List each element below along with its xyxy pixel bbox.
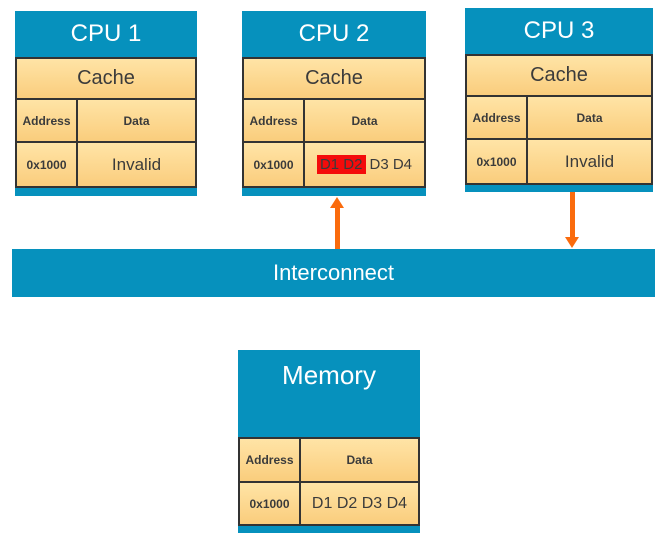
cpu1-col-header-address: Address [17,100,76,141]
memory-col-header-data: Data [301,439,418,481]
arrow-down-head-icon [565,237,579,248]
cpu2-col-header-data: Data [305,100,424,141]
arrow-up-head-icon [330,197,344,208]
cpu3-block: CPU 3 Cache Address Data 0x1000 Invalid [465,8,653,192]
memory-row-address: 0x1000 [240,483,299,524]
memory-row-data: D1 D2 D3 D4 [301,483,418,524]
cpu3-cache-label: Cache [467,56,651,95]
cpu2-row-address: 0x1000 [244,143,303,186]
cpu1-title: CPU 1 [70,20,142,47]
arrow-up-line [335,207,340,249]
arrow-down-line [570,192,575,237]
interconnect-bar: Interconnect [12,249,655,297]
cpu1-row-data: Invalid [78,143,195,186]
modified-data-highlight: D1 D2 [316,155,366,174]
cpu3-col-header-data: Data [528,97,651,138]
cpu2-col-header-address: Address [244,100,303,141]
cpu3-col-header-address: Address [467,97,526,138]
cpu3-cache-table: Cache Address Data 0x1000 Invalid [465,54,653,185]
memory-title: Memory [282,360,376,390]
cpu1-col-header-data: Data [78,100,195,141]
cpu1-cache-table: Cache Address Data 0x1000 Invalid [15,57,197,188]
cpu2-row-data: D1 D2 D3 D4 [305,143,424,186]
unmodified-data-text: D3 D4 [369,156,413,173]
memory-block: Memory Address Data 0x1000 D1 D2 D3 D4 [238,350,420,533]
interconnect-label: Interconnect [272,260,395,285]
cpu3-row-data: Invalid [528,140,651,183]
cpu2-cache-label: Cache [244,59,424,98]
cpu1-cache-label: Cache [17,59,195,98]
cpu2-cache-table: Cache Address Data 0x1000 D1 D2 D3 D4 [242,57,426,188]
cpu1-row-address: 0x1000 [17,143,76,186]
cpu2-block: CPU 2 Cache Address Data 0x1000 D1 D2 D3… [242,11,426,196]
cpu3-title: CPU 3 [523,17,595,44]
cpu1-block: CPU 1 Cache Address Data 0x1000 Invalid [15,11,197,196]
cpu3-row-address: 0x1000 [467,140,526,183]
memory-col-header-address: Address [240,439,299,481]
cpu2-title: CPU 2 [298,20,370,47]
memory-table: Address Data 0x1000 D1 D2 D3 D4 [238,437,420,526]
